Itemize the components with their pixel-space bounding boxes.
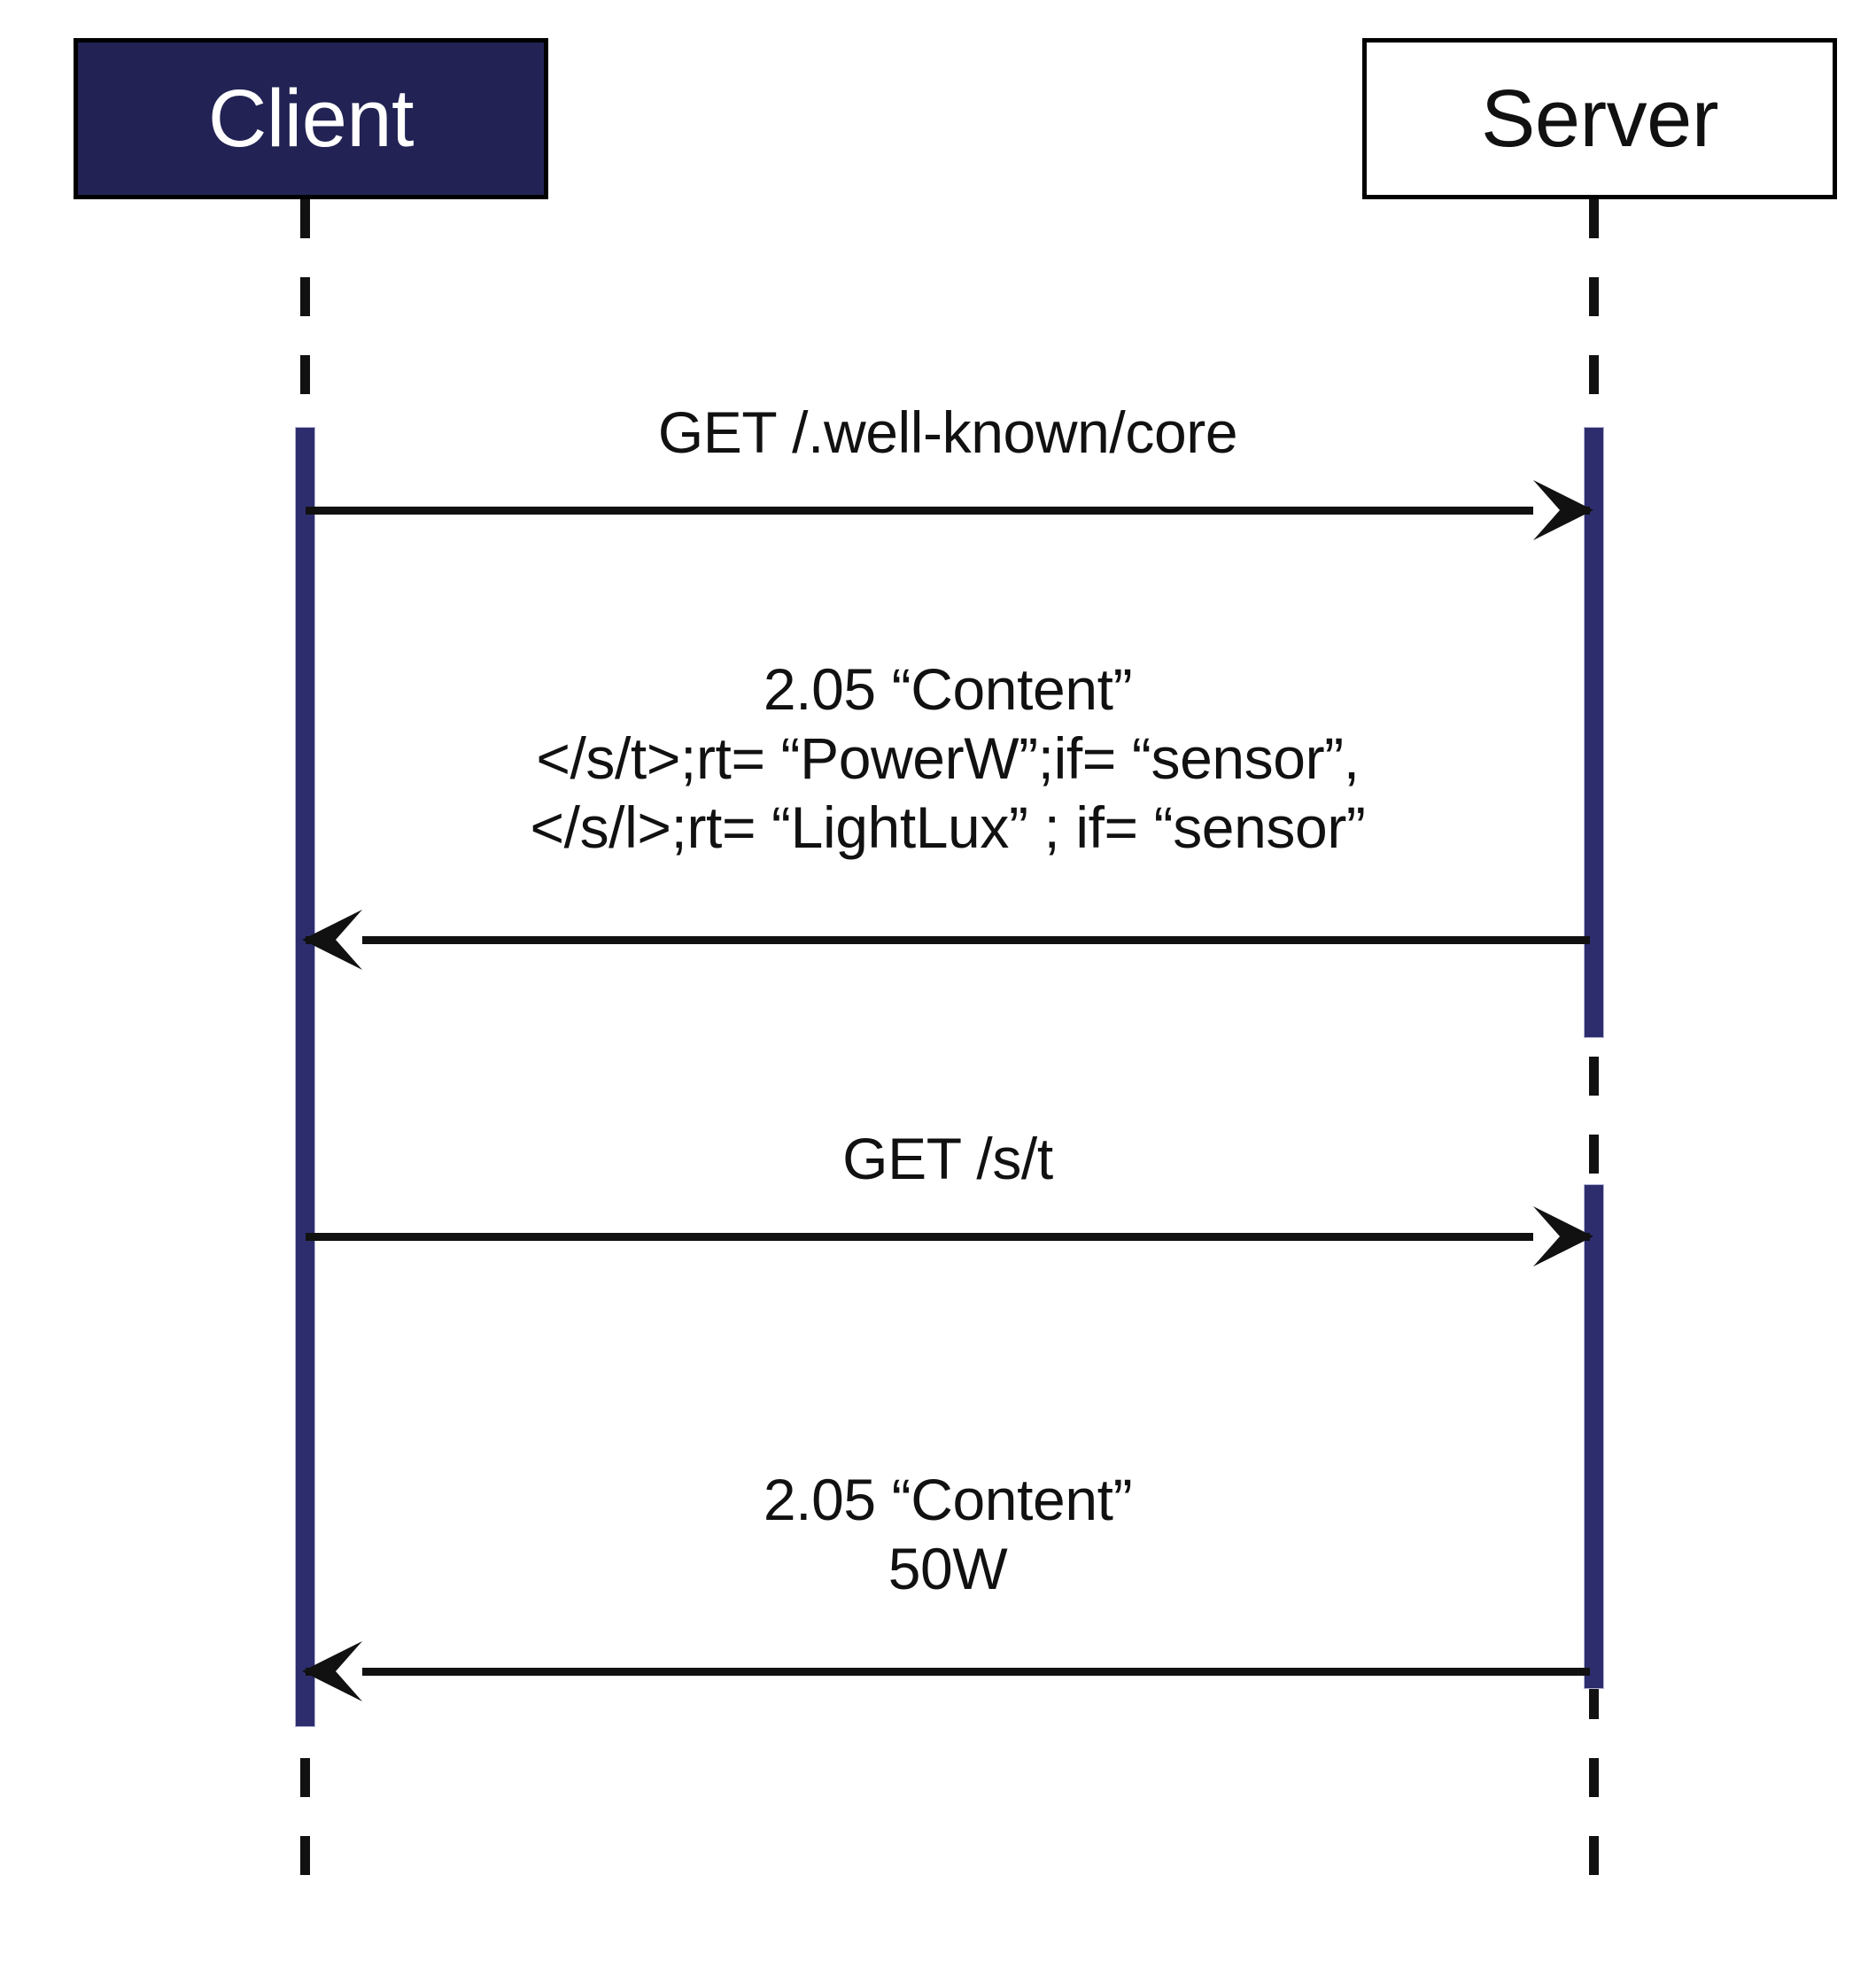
participant-box-server: Server: [1362, 38, 1837, 199]
lifeline-server: [1589, 199, 1599, 1909]
message-line-discovery-request: [306, 507, 1590, 515]
participant-label-server: Server: [1481, 74, 1718, 164]
arrowhead-notch: [336, 1641, 362, 1701]
message-line-resource-response: [306, 1668, 1590, 1676]
activation-bar-client: [295, 427, 315, 1727]
message-line-resource-request: [306, 1233, 1590, 1241]
message-discovery-request: GET /.well-known/core: [306, 399, 1593, 540]
message-caption-discovery-request: GET /.well-known/core: [657, 399, 1238, 465]
activation-bar-server-first: [1584, 427, 1604, 1038]
participant-box-client: Client: [74, 38, 548, 199]
message-resource-response: 2.05 “Content” 50W: [302, 1466, 1590, 1701]
arrowhead-notch: [1533, 480, 1560, 540]
message-caption-resource-request: GET /s/t: [842, 1126, 1053, 1191]
activation-bar-server-second: [1584, 1184, 1604, 1689]
message-caption-resource-response: 2.05 “Content” 50W: [763, 1467, 1133, 1601]
message-caption-discovery-response: 2.05 “Content” </s/t>;rt= “PowerW”;if= “…: [530, 656, 1366, 860]
message-discovery-response: 2.05 “Content” </s/t>;rt= “PowerW”;if= “…: [302, 655, 1590, 970]
arrowhead-notch: [336, 910, 362, 970]
message-resource-request: GET /s/t: [306, 1125, 1593, 1267]
arrowhead-notch: [1533, 1206, 1560, 1267]
message-line-discovery-response: [306, 936, 1590, 944]
participant-label-client: Client: [207, 74, 415, 164]
